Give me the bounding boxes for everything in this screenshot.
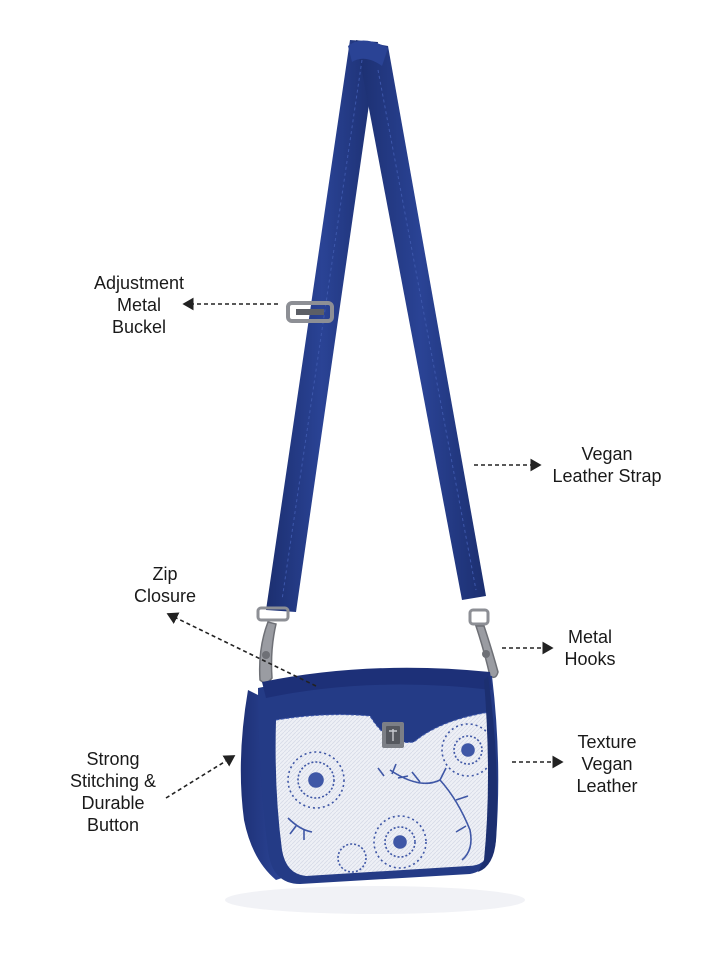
label-line: Metal (567, 627, 612, 647)
label-line: Strong (86, 749, 140, 769)
label-line: Closure (133, 586, 197, 606)
brand-badge-button (382, 722, 404, 748)
bag-side-gusset (240, 690, 282, 880)
label-line: Metal (116, 295, 161, 315)
adjustment-buckle (286, 301, 334, 323)
label-metal-hooks: Metal Hooks (550, 626, 630, 670)
label-line: Button (86, 815, 140, 835)
label-line: Vegan (581, 754, 633, 774)
strap-left (266, 40, 378, 612)
label-line: Hooks (564, 649, 616, 669)
label-line: Adjustment (93, 273, 185, 293)
strap-top (348, 40, 388, 66)
right-metal-hook (468, 608, 499, 679)
strap-right (356, 40, 486, 600)
callout-arrows (165, 297, 564, 799)
front-panel-stitch (275, 711, 491, 743)
bag-right-edge (478, 676, 497, 872)
label-line: Durable (81, 793, 145, 813)
label-line: Buckel (111, 317, 167, 337)
strap-stitch-right (377, 69, 477, 591)
label-stitching-button: Strong Stitching & Durable Button (50, 748, 176, 836)
label-line: Leather Strap (552, 466, 662, 486)
arrow-zip (166, 612, 317, 687)
front-panel (275, 712, 492, 876)
label-adjustment-buckle: Adjustment Metal Buckel (78, 272, 200, 338)
bag-top-rim (262, 667, 492, 698)
label-line: Vegan (581, 444, 633, 464)
label-line: Stitching & (69, 771, 157, 791)
left-metal-hook (256, 606, 290, 684)
label-vegan-leather-strap: Vegan Leather Strap (540, 443, 674, 487)
label-texture-vegan-leather: Texture Vegan Leather (562, 731, 652, 797)
label-line: Texture (577, 732, 637, 752)
arrow-stitching (165, 755, 236, 799)
strap-stitch-left (281, 59, 363, 601)
label-line: Zip (152, 564, 178, 584)
label-line: Leather (576, 776, 638, 796)
label-zip-closure: Zip Closure (120, 563, 210, 607)
floral-print (287, 723, 495, 873)
bag-shadow (225, 886, 525, 914)
